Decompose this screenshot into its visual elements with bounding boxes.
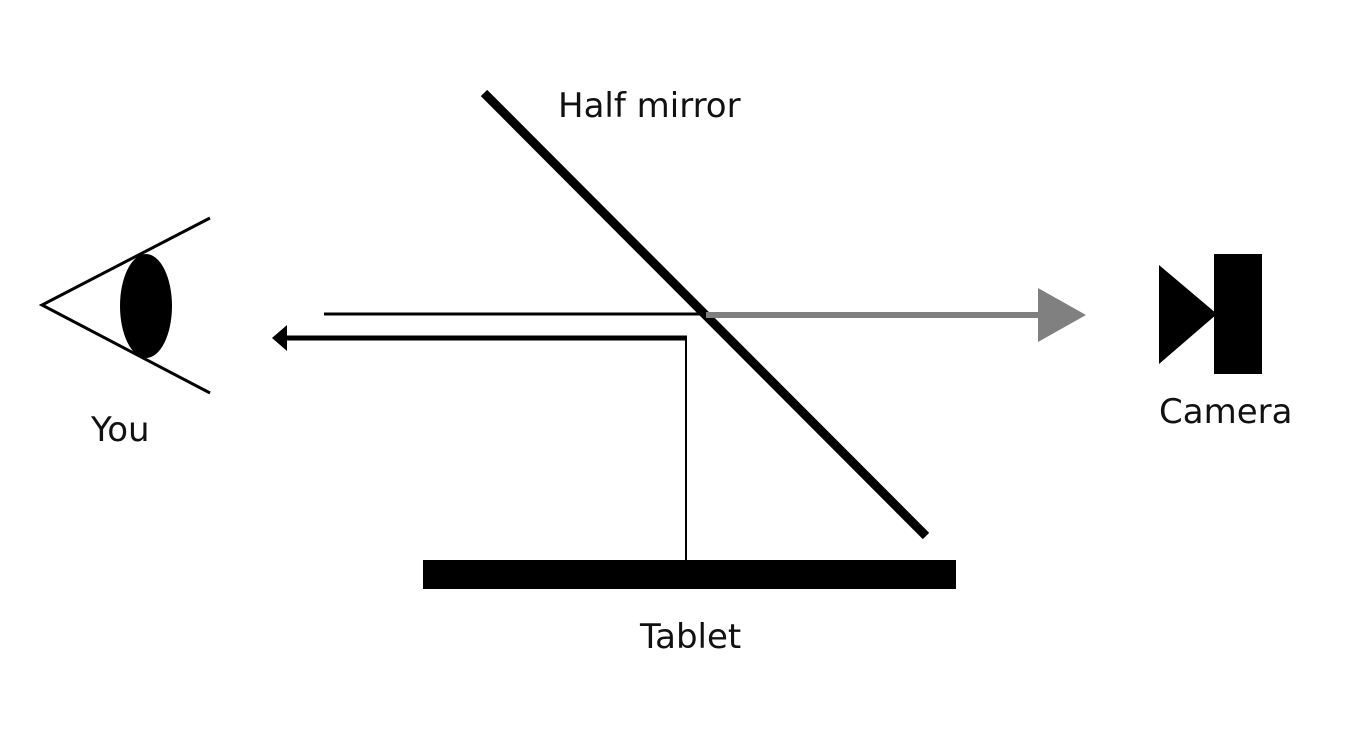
- camera-ray-arrowhead: [1038, 288, 1086, 342]
- tablet-bar: [423, 560, 956, 589]
- camera-icon: [1159, 254, 1262, 374]
- camera-label: Camera: [1159, 392, 1292, 432]
- camera-body: [1214, 254, 1262, 374]
- tablet-ray-arrowhead: [272, 325, 287, 351]
- camera-lens-triangle: [1159, 265, 1217, 364]
- tablet-label: Tablet: [639, 617, 741, 657]
- eye-icon: [38, 216, 211, 395]
- eye-lens: [120, 254, 172, 358]
- you-label: You: [90, 410, 150, 450]
- half-mirror-label: Half mirror: [558, 86, 741, 126]
- eye-outline: [38, 216, 211, 395]
